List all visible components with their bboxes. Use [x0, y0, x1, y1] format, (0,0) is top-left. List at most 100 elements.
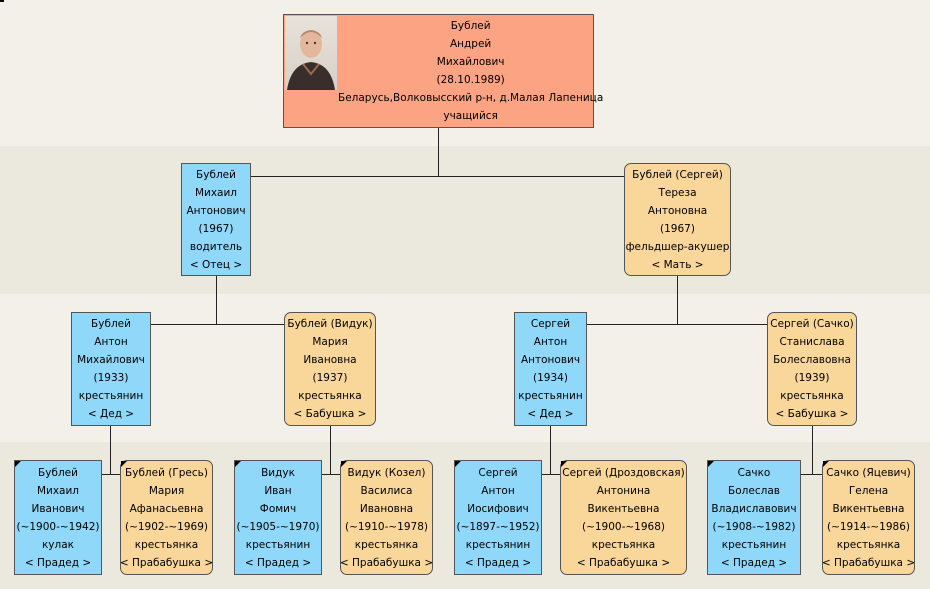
surname: Бублей	[38, 466, 78, 479]
relation-link[interactable]: < Прадед >	[464, 556, 532, 569]
person-card-great-grandmother-3[interactable]: Сергей (Дроздовская) Антонина Викентьевн…	[560, 460, 687, 575]
first-name: Антон	[481, 484, 515, 497]
surname: Бублей	[196, 168, 236, 181]
surname: Сергей	[478, 466, 518, 479]
person-card-grandfather-maternal[interactable]: Сергей Антон Антонович (1934) крестьянин…	[514, 312, 587, 426]
surname: Бублей (Сергей)	[632, 168, 723, 181]
years: (~1908-~1982)	[712, 520, 796, 533]
first-name: Гелена	[848, 484, 889, 497]
person-card-great-grandfather-1[interactable]: Бублей Михаил Иванович (~1900-~1942) кул…	[14, 460, 102, 575]
person-card-father[interactable]: Бублей Михаил Антонович (1967) водитель …	[181, 163, 251, 276]
relation-link[interactable]: < Дед >	[527, 408, 574, 420]
patronymic: Владиславович	[711, 502, 797, 515]
patronymic: Антоновна	[647, 204, 708, 217]
years: (1967)	[660, 222, 695, 235]
person-card-great-grandfather-4[interactable]: Сачко Болеслав Владиславович (~1908-~198…	[707, 460, 801, 575]
occupation: крестьянин	[78, 390, 144, 402]
occupation: крестьянка	[134, 538, 199, 551]
first-name: Иван	[264, 484, 292, 497]
corner-mark	[0, 0, 4, 2]
occupation: крестьянин	[721, 538, 787, 551]
relation-link[interactable]: < Прабабушка >	[576, 556, 671, 569]
years: (~1905-~1970)	[236, 520, 320, 533]
patronymic: Михайлович	[436, 56, 505, 68]
surname: Видук	[261, 466, 295, 479]
surname: Сачко	[737, 466, 771, 479]
surname: Бублей	[450, 20, 491, 32]
occupation: учащийся	[443, 110, 498, 122]
first-name: Мария	[312, 336, 348, 348]
expand-marker-icon[interactable]	[341, 461, 347, 467]
person-card-great-grandmother-1[interactable]: Бублей (Гресь) Мария Афанасьевна (~1902-…	[120, 460, 213, 575]
first-name: Тереза	[658, 186, 697, 199]
first-name: Андрей	[450, 38, 492, 50]
person-card-grandmother-paternal[interactable]: Бублей (Видук) Мария Ивановна (1937) кре…	[284, 312, 376, 426]
relation-link[interactable]: < Бабушка >	[293, 408, 367, 420]
person-card-grandfather-paternal[interactable]: Бублей Антон Михайлович (1933) крестьяни…	[71, 312, 151, 426]
relation-link[interactable]: < Прадед >	[244, 556, 312, 569]
occupation: крестьянин	[245, 538, 311, 551]
patronymic: Фомич	[259, 502, 297, 515]
years: (~1910-~1978)	[344, 520, 429, 533]
occupation: крестьянка	[354, 538, 419, 551]
first-name: Антонина	[596, 484, 651, 497]
first-name: Болеслав	[728, 484, 780, 497]
relation-link[interactable]: < Отец >	[189, 258, 243, 271]
relation-link[interactable]: < Мать >	[651, 258, 704, 271]
years: (~1897-~1952)	[456, 520, 540, 533]
surname: Сачко (Яцевич)	[826, 466, 911, 479]
relation-link[interactable]: < Прадед >	[720, 556, 788, 569]
first-name: Мария	[148, 484, 185, 497]
occupation: крестьянка	[298, 390, 362, 402]
expand-marker-icon[interactable]	[15, 461, 21, 467]
patronymic: Иосифович	[467, 502, 529, 515]
place: Беларусь,Волковысский р-н, д.Малая Лапен…	[338, 92, 604, 104]
birth-date: (28.10.1989)	[436, 74, 505, 86]
years: (1934)	[533, 372, 568, 384]
person-card-great-grandmother-2[interactable]: Видук (Козел) Василиса Ивановна (~1910-~…	[340, 460, 433, 575]
first-name: Антон	[94, 336, 128, 348]
years: (1937)	[312, 372, 348, 384]
occupation: фельдшер-акушер	[625, 240, 730, 253]
relation-link[interactable]: < Прабабушка >	[821, 556, 916, 569]
relation-link[interactable]: < Прабабушка >	[119, 556, 214, 569]
expand-marker-icon[interactable]	[823, 461, 829, 467]
expand-marker-icon[interactable]	[561, 461, 567, 467]
years: (~1914-~1986)	[826, 520, 911, 533]
person-card-mother[interactable]: Бублей (Сергей) Тереза Антоновна (1967) …	[624, 163, 731, 276]
surname: Бублей	[91, 318, 131, 330]
years: (~1902-~1969)	[124, 520, 209, 533]
years: (1939)	[794, 372, 830, 384]
expand-marker-icon[interactable]	[235, 461, 241, 467]
person-card-great-grandfather-2[interactable]: Видук Иван Фомич (~1905-~1970) крестьяни…	[234, 460, 322, 575]
occupation: крестьянин	[518, 390, 583, 402]
surname: Сергей	[530, 318, 571, 330]
person-card-grandmother-maternal[interactable]: Сергей (Сачко) Станислава Болеславовна (…	[767, 312, 857, 426]
patronymic: Викентьевна	[832, 502, 905, 515]
occupation: кулак	[41, 538, 75, 551]
first-name: Михаил	[36, 484, 80, 497]
years: (1967)	[198, 222, 234, 235]
years: (~1900-~1968)	[581, 520, 666, 533]
relation-link[interactable]: < Прадед >	[24, 556, 92, 569]
person-card-great-grandfather-3[interactable]: Сергей Антон Иосифович (~1897-~1952) кре…	[454, 460, 542, 575]
patronymic: Иванович	[31, 502, 85, 515]
first-name: Антон	[533, 336, 568, 348]
relation-link[interactable]: < Прабабушка >	[339, 556, 434, 569]
relation-link[interactable]: < Бабушка >	[775, 408, 849, 420]
patronymic: Викентьевна	[587, 502, 660, 515]
expand-marker-icon[interactable]	[455, 461, 461, 467]
expand-marker-icon[interactable]	[121, 461, 127, 467]
years: (1933)	[93, 372, 129, 384]
person-card-root[interactable]: Бублей Андрей Михайлович (28.10.1989) Бе…	[283, 14, 603, 128]
expand-marker-icon[interactable]	[708, 461, 714, 467]
patronymic: Афанасьевна	[129, 502, 204, 515]
patronymic: Антонович	[520, 354, 581, 366]
surname: Бублей (Гресь)	[125, 466, 208, 479]
person-card-great-grandmother-4[interactable]: Сачко (Яцевич) Гелена Викентьевна (~1914…	[822, 460, 915, 575]
patronymic: Ивановна	[303, 354, 357, 366]
relation-link[interactable]: < Дед >	[87, 408, 135, 420]
occupation: крестьянка	[836, 538, 901, 551]
first-name: Станислава	[779, 336, 845, 348]
surname: Сергей (Дроздовская)	[562, 466, 685, 479]
